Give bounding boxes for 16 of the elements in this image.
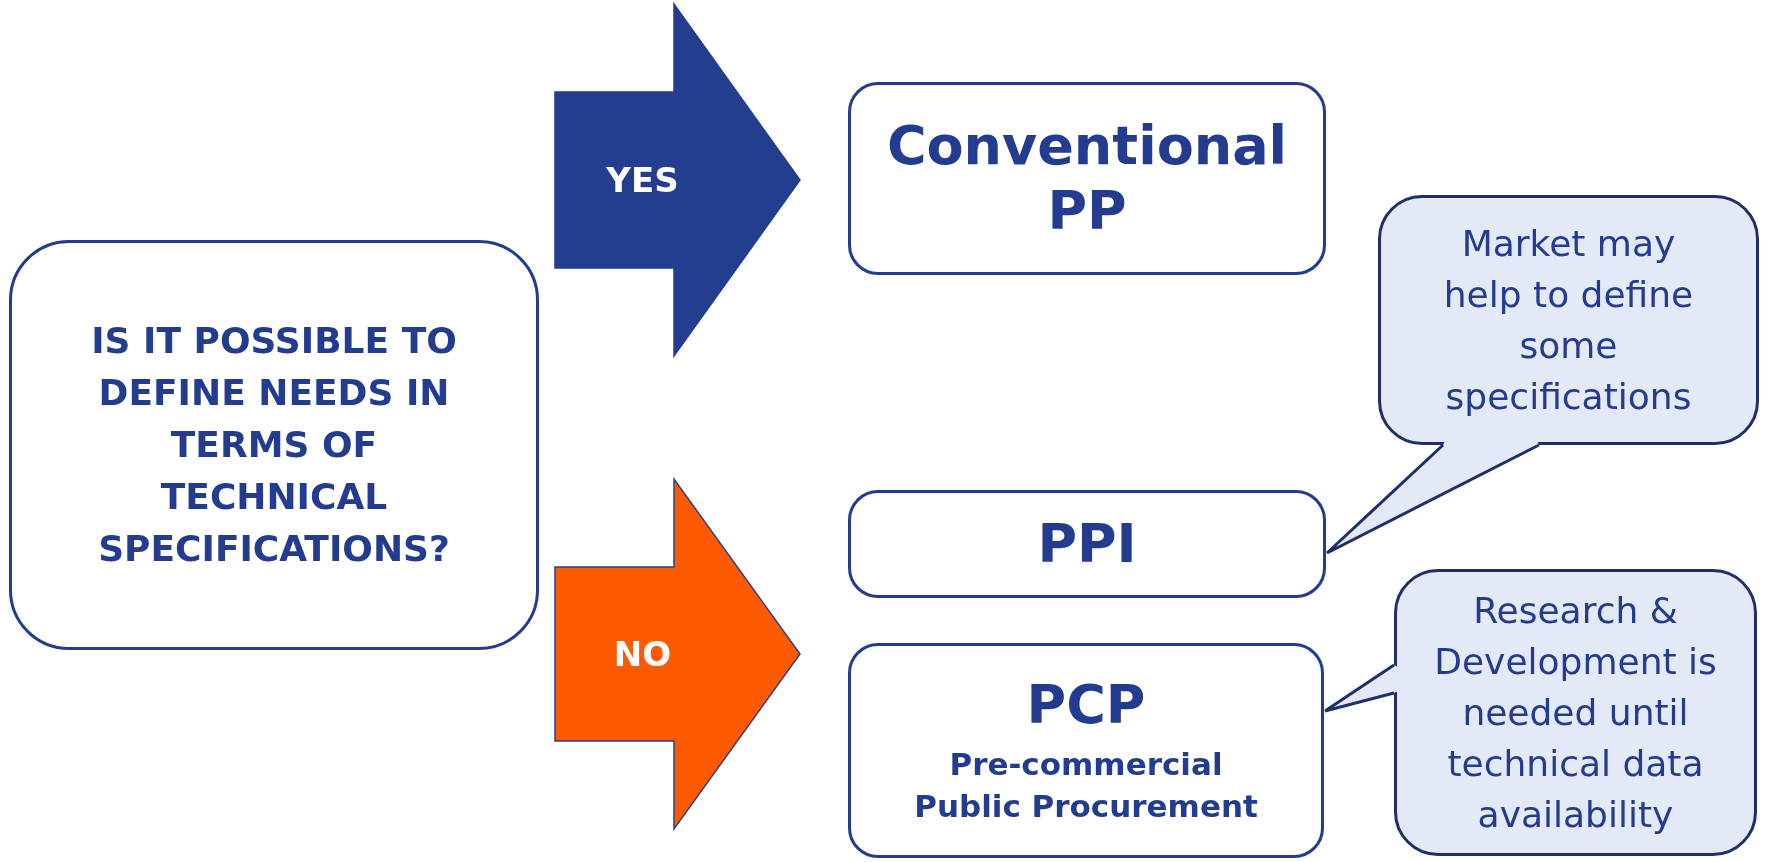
callout-bubble — [1394, 569, 1757, 856]
box-title: PPI — [1037, 511, 1137, 577]
box-title: PCP — [1026, 673, 1146, 739]
question-box — [9, 240, 539, 650]
question-text: IS IT POSSIBLE TO DEFINE NEEDS IN TERMS OF TECHNICAL SPECIFICATIONS? — [90, 318, 458, 572]
callout-text: Market may help to define some specifications — [1442, 221, 1695, 420]
box-subtitle: Pre-commercial Public Procurement — [913, 745, 1259, 826]
edge-label: YES — [606, 160, 679, 200]
callout-text: Research & Development is needed until technical data availability — [1433, 588, 1718, 838]
process-box — [848, 643, 1324, 858]
process-box — [848, 82, 1326, 275]
edge-label: NO — [613, 634, 672, 674]
process-box — [848, 490, 1326, 598]
block-arrow — [554, 476, 801, 832]
box-title: Conventional PP — [886, 113, 1288, 244]
block-arrow — [554, 1, 801, 359]
